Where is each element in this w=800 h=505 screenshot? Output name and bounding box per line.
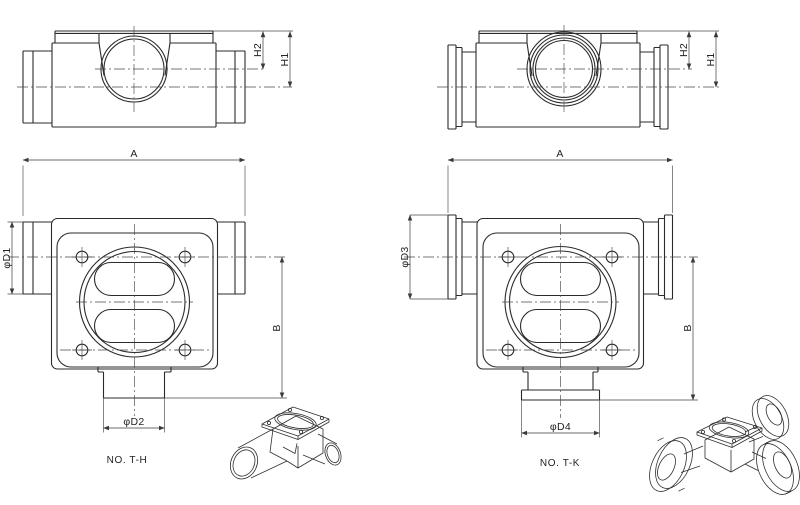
th-front-pipe-stubs xyxy=(22,221,246,295)
dim-label-h2-th: H2 xyxy=(252,43,264,57)
dim-label-d2: φD2 xyxy=(123,416,144,428)
th-front-centerlines xyxy=(8,224,287,416)
dim-label-h1-tk: H1 xyxy=(705,52,717,66)
caption-th: NO. T-H xyxy=(107,455,148,466)
th-side-centerlines xyxy=(17,26,292,112)
dim-label-a-tk: A xyxy=(556,148,563,160)
th-isometric-sketch xyxy=(229,406,342,480)
tk-side-view: H2 H1 xyxy=(437,25,719,130)
th-front-outline xyxy=(22,217,246,399)
dim-label-d3: φD3 xyxy=(399,246,411,267)
tk-side-outline xyxy=(447,30,669,130)
tk-front-view: A φD3 B φD4 NO. T-K xyxy=(399,148,698,469)
dim-label-a-th: A xyxy=(130,148,137,160)
dim-label-b-tk: B xyxy=(682,324,694,331)
th-bottom-spout xyxy=(97,367,172,399)
th-side-dimensions: H2 H1 xyxy=(213,30,293,88)
th-front-dimensions: A φD1 B φD2 NO. T-H xyxy=(1,148,287,466)
dim-label-h1-th: H1 xyxy=(279,52,291,66)
tk-front-centerlines xyxy=(404,224,698,418)
tk-side-centerlines xyxy=(437,25,719,113)
th-front-view: A φD1 B φD2 NO. T-H xyxy=(1,148,287,466)
th-flange-plate xyxy=(56,232,214,368)
tk-isometric-sketch xyxy=(649,395,800,495)
tk-flange-plate xyxy=(482,232,640,368)
tk-front-dimensions: A φD3 B φD4 NO. T-K xyxy=(399,148,698,469)
th-side-view: H2 H1 xyxy=(17,26,293,128)
dim-label-d1: φD1 xyxy=(1,247,13,268)
caption-tk: NO. T-K xyxy=(540,458,580,469)
dim-label-b-th: B xyxy=(271,324,283,331)
tk-side-dimensions: H2 H1 xyxy=(637,30,719,88)
dim-label-h2-tk: H2 xyxy=(678,43,690,57)
dim-label-d4: φD4 xyxy=(550,421,571,433)
